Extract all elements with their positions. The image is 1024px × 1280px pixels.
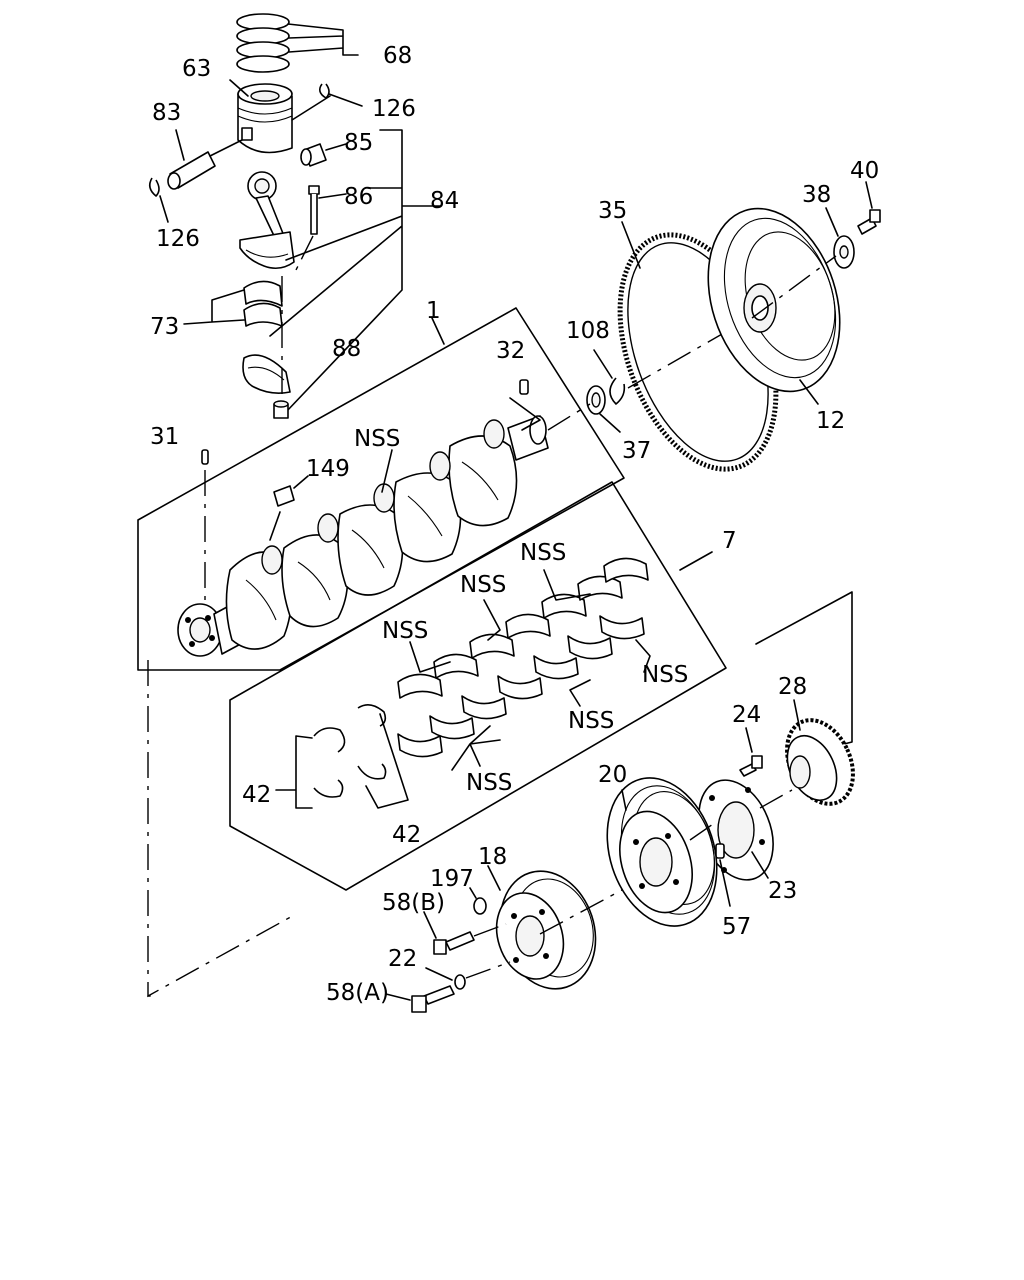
bolt-24	[739, 755, 763, 777]
callout-149: 149	[306, 456, 350, 482]
crankshaft	[177, 415, 549, 657]
con-rod-bearing-upper	[243, 280, 283, 327]
callout-63: 63	[182, 56, 211, 82]
callout-85: 85	[344, 130, 373, 156]
callout-57: 57	[722, 914, 751, 940]
bolt-58b	[433, 931, 475, 955]
callout-nss-crankshaft: NSS	[354, 426, 400, 452]
callout-nss-c: NSS	[382, 618, 428, 644]
pin-32	[519, 379, 529, 395]
connecting-rod	[239, 171, 295, 270]
callout-58a: 58(A)	[326, 980, 389, 1006]
bolt-40	[857, 209, 881, 235]
connecting-rod-bolt	[308, 185, 320, 235]
callout-58b: 58(B)	[382, 890, 445, 916]
callout-22: 22	[388, 946, 417, 972]
main-bearings-lower	[397, 615, 645, 758]
callout-31: 31	[150, 424, 179, 450]
piston	[237, 83, 293, 154]
callout-12: 12	[816, 408, 845, 434]
dowel-pin-31	[201, 449, 209, 465]
small-end-bushing	[300, 143, 327, 167]
callout-126-upper: 126	[372, 96, 416, 122]
callout-86: 86	[344, 184, 373, 210]
callout-38: 38	[802, 182, 831, 208]
bolt-58a	[411, 985, 455, 1013]
washer-22	[454, 974, 466, 990]
callout-1: 1	[426, 298, 441, 324]
callout-7: 7	[722, 528, 737, 554]
callout-37: 37	[622, 438, 651, 464]
callout-83: 83	[152, 100, 181, 126]
flywheel	[707, 207, 841, 393]
callout-42-right: 42	[392, 822, 421, 848]
gear-28	[785, 718, 855, 806]
snap-ring-lower	[148, 177, 160, 197]
callout-23: 23	[768, 878, 797, 904]
callout-68: 68	[383, 43, 412, 69]
callout-32: 32	[496, 338, 525, 364]
callout-40: 40	[850, 158, 879, 184]
washer-197	[473, 897, 487, 915]
callout-nss-e: NSS	[568, 708, 614, 734]
piston-rings	[236, 13, 290, 73]
callout-nss-f: NSS	[466, 770, 512, 796]
callout-108: 108	[566, 318, 610, 344]
washer-38	[833, 235, 855, 269]
callout-197: 197	[430, 866, 474, 892]
callout-nss-d: NSS	[642, 662, 688, 688]
thrust-washers-42b	[357, 704, 387, 780]
piston-pin	[167, 151, 216, 190]
damper-pulley-20	[606, 777, 718, 927]
callout-42-left: 42	[242, 782, 271, 808]
callout-nss-a: NSS	[520, 540, 566, 566]
con-rod-nut	[273, 400, 289, 419]
callout-nss-b: NSS	[460, 572, 506, 598]
callout-24: 24	[732, 702, 761, 728]
dowel-57	[715, 843, 725, 859]
oil-seal-37	[586, 385, 606, 415]
con-rod-cap	[242, 354, 291, 394]
callout-73: 73	[150, 314, 179, 340]
callout-28: 28	[778, 674, 807, 700]
callout-35: 35	[598, 198, 627, 224]
main-bearings-upper	[397, 557, 649, 699]
callout-18: 18	[478, 844, 507, 870]
callout-84: 84	[430, 188, 459, 214]
callout-20: 20	[598, 762, 627, 788]
callout-88: 88	[332, 336, 361, 362]
snap-ring-upper	[318, 83, 330, 99]
callout-126-lower: 126	[156, 226, 200, 252]
snap-ring-108	[609, 377, 626, 405]
thrust-washers-42a	[313, 727, 346, 798]
plug-149	[273, 485, 295, 507]
